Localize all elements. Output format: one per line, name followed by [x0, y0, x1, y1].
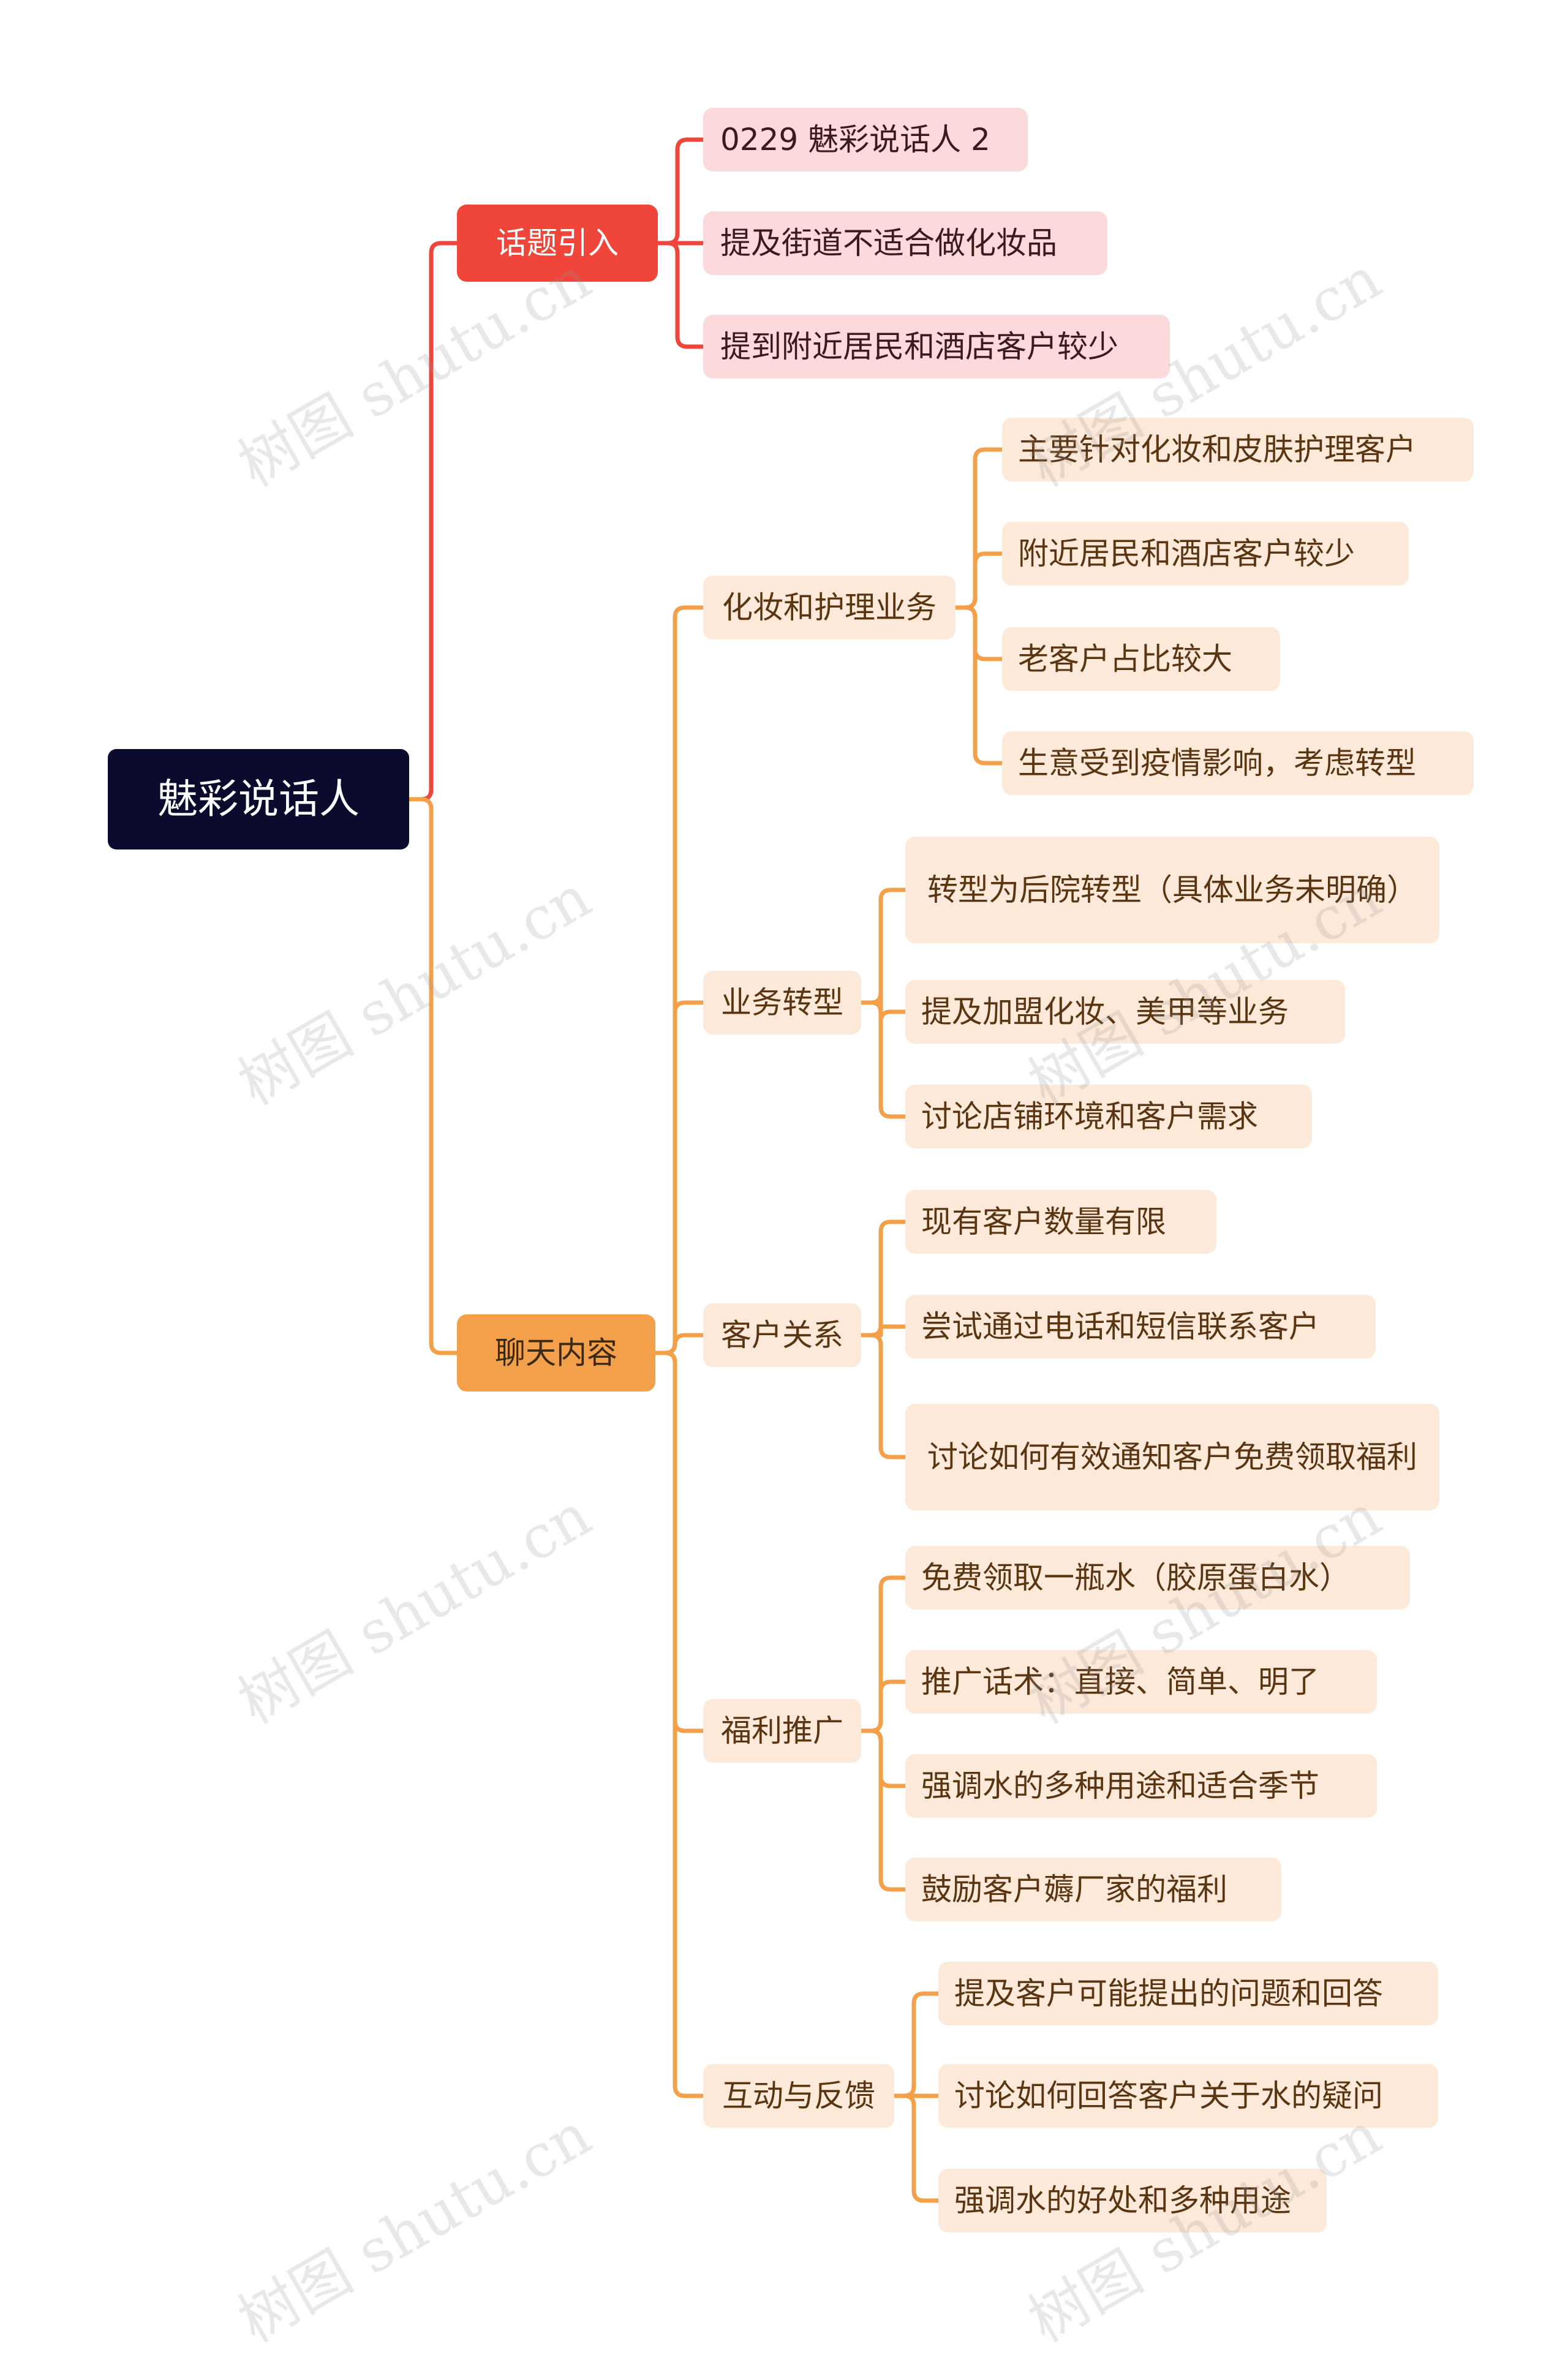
connector-chat-g0	[653, 605, 706, 1355]
connector-chat-g1	[653, 1000, 706, 1355]
connector-chat-g4	[653, 1350, 706, 2098]
intro-item-1[interactable]: 提及街道不适合做化妆品	[703, 211, 1107, 275]
connector-chat-g2	[653, 1333, 706, 1355]
group-customer-relations[interactable]: 客户关系	[703, 1303, 861, 1367]
makeup-item-3[interactable]: 生意受到疫情影响，考虑转型	[1002, 731, 1474, 795]
branch-topic-intro[interactable]: 话题引入	[457, 205, 658, 282]
group-business-transform[interactable]: 业务转型	[703, 971, 861, 1034]
transform-item-2[interactable]: 讨论店铺环境和客户需求	[905, 1085, 1312, 1148]
benefit-item-2[interactable]: 强调水的多种用途和适合季节	[905, 1754, 1377, 1818]
makeup-item-1[interactable]: 附近居民和酒店客户较少	[1002, 522, 1409, 586]
interaction-item-1[interactable]: 讨论如何回答客户关于水的疑问	[938, 2064, 1438, 2128]
connector-intro-2	[655, 241, 706, 349]
group-interaction-feedback[interactable]: 互动与反馈	[703, 2064, 894, 2128]
customer-item-0[interactable]: 现有客户数量有限	[905, 1190, 1216, 1254]
customer-item-2[interactable]: 讨论如何有效通知客户免费领取福利	[905, 1404, 1439, 1510]
group-makeup-care[interactable]: 化妆和护理业务	[703, 576, 956, 639]
makeup-item-0[interactable]: 主要针对化妆和皮肤护理客户	[1002, 418, 1474, 481]
connector-root-topic-intro	[407, 241, 459, 802]
transform-item-1[interactable]: 提及加盟化妆、美甲等业务	[905, 980, 1345, 1044]
intro-item-0[interactable]: 0229 魅彩说话人 2	[703, 108, 1028, 171]
branch-chat-content[interactable]: 聊天内容	[457, 1314, 655, 1392]
intro-item-2[interactable]: 提到附近居民和酒店客户较少	[703, 315, 1170, 379]
connector-chat-g3	[653, 1350, 706, 1733]
benefit-item-1[interactable]: 推广话术：直接、简单、明了	[905, 1650, 1377, 1714]
group-benefit-promotion[interactable]: 福利推广	[703, 1699, 861, 1763]
transform-item-0[interactable]: 转型为后院转型（具体业务未明确）	[905, 837, 1439, 943]
benefit-item-0[interactable]: 免费领取一瓶水（胶原蛋白水）	[905, 1546, 1410, 1610]
interaction-item-2[interactable]: 强调水的好处和多种用途	[938, 2169, 1327, 2232]
interaction-item-0[interactable]: 提及客户可能提出的问题和回答	[938, 1962, 1438, 2025]
connector-intro-0	[655, 137, 706, 246]
benefit-item-3[interactable]: 鼓励客户薅厂家的福利	[905, 1858, 1281, 1921]
makeup-item-2[interactable]: 老客户占比较大	[1002, 627, 1280, 691]
connector-root-chat	[407, 797, 459, 1355]
root-node[interactable]: 魅彩说话人	[108, 749, 409, 849]
customer-item-1[interactable]: 尝试通过电话和短信联系客户	[905, 1295, 1376, 1358]
